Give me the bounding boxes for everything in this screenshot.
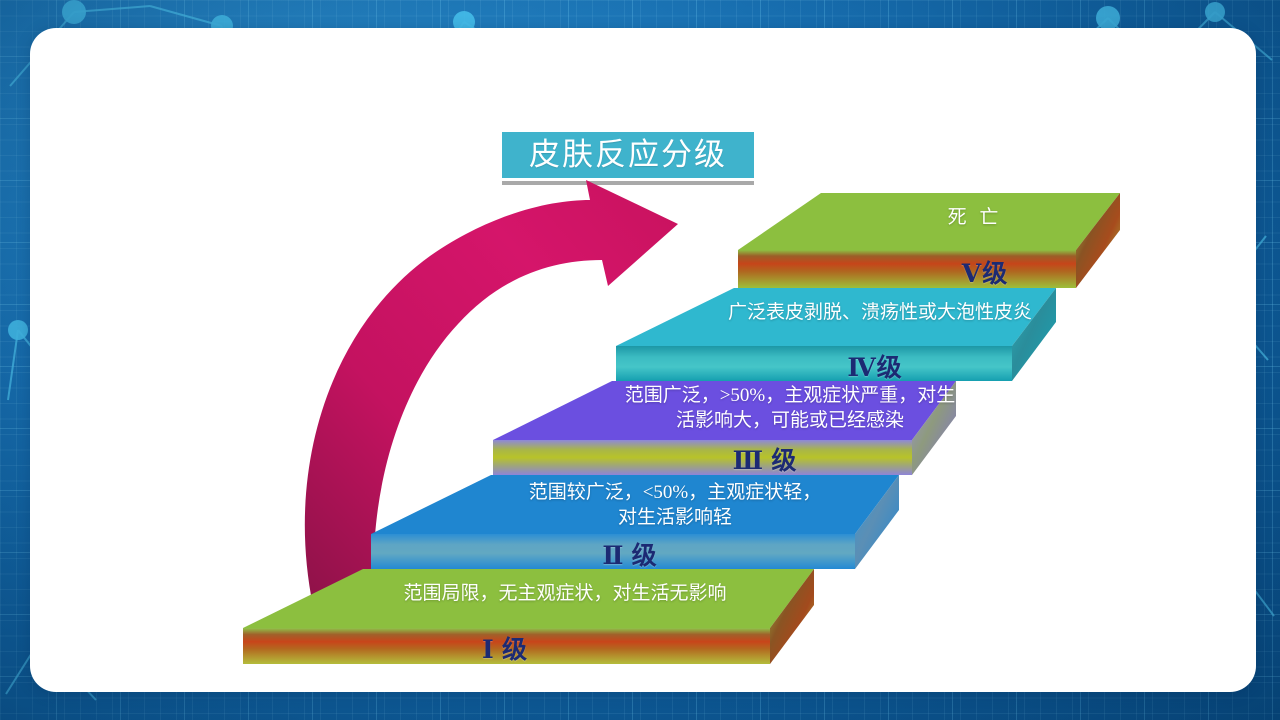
step-1-side-face	[770, 569, 814, 664]
skin-reaction-grading-staircase	[243, 180, 1120, 664]
step-3-top-face	[493, 381, 956, 440]
page-title-text: 皮肤反应分级	[502, 132, 754, 178]
step-grade-1	[243, 569, 814, 664]
step-4-top-face	[616, 288, 1056, 346]
step-3-side-face	[912, 381, 956, 475]
step-grade-2	[371, 475, 899, 569]
step-grade-4	[616, 288, 1056, 381]
step-5-top-face	[738, 193, 1120, 250]
step-3-front-face	[493, 440, 912, 475]
step-grade-5	[738, 193, 1120, 288]
step-4-side-face	[1012, 288, 1056, 381]
progression-arrow-icon	[304, 180, 678, 606]
step-5-side-face	[1076, 193, 1120, 288]
step-grade-3	[493, 381, 956, 475]
step-2-top-face	[371, 475, 899, 534]
content-card: 皮肤反应分级	[30, 28, 1256, 692]
step-4-front-face	[616, 346, 1012, 381]
step-1-front-face	[243, 628, 770, 664]
step-2-side-face	[855, 475, 899, 569]
step-2-front-face	[371, 534, 855, 569]
step-1-top-face	[243, 569, 814, 628]
step-5-front-face	[738, 250, 1076, 288]
page-title: 皮肤反应分级	[502, 132, 754, 185]
title-underline	[502, 181, 754, 185]
